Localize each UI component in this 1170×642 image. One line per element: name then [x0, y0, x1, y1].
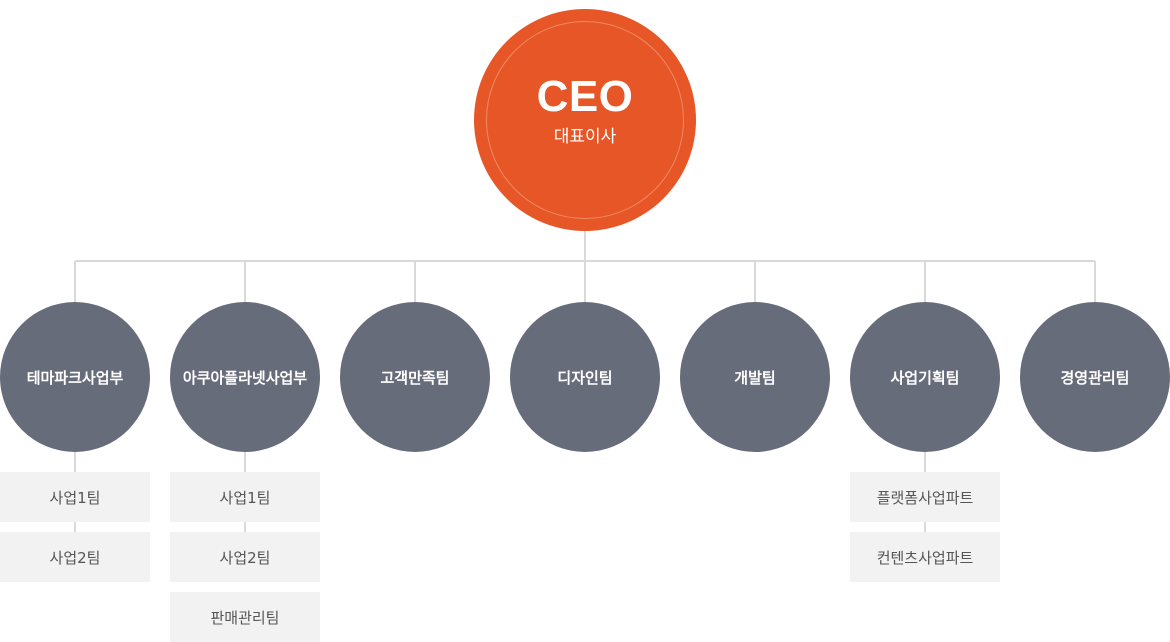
dept-node-themepark: 테마파크사업부 — [0, 302, 150, 452]
team-label: 판매관리팀 — [210, 608, 280, 627]
team-label: 사업1팀 — [219, 488, 271, 507]
team-box: 사업2팀 — [170, 532, 320, 582]
team-label: 사업1팀 — [49, 488, 101, 507]
team-box: 사업1팀 — [0, 472, 150, 522]
ceo-node: CEO 대표이사 — [474, 9, 696, 231]
team-label: 컨텐츠사업파트 — [876, 548, 974, 567]
team-box: 사업1팀 — [170, 472, 320, 522]
dept-label: 고객만족팀 — [380, 368, 450, 387]
dept-label: 아쿠아플라넷사업부 — [182, 368, 308, 387]
team-box: 사업2팀 — [0, 532, 150, 582]
dept-node-management: 경영관리팀 — [1020, 302, 1170, 452]
team-box: 컨텐츠사업파트 — [850, 532, 1000, 582]
ceo-subtitle: 대표이사 — [553, 127, 617, 147]
dept-node-aquaplanet: 아쿠아플라넷사업부 — [170, 302, 320, 452]
team-box: 플랫폼사업파트 — [850, 472, 1000, 522]
ceo-title: CEO — [536, 72, 634, 121]
dept-node-design: 디자인팀 — [510, 302, 660, 452]
dept-label: 사업기획팀 — [890, 368, 960, 387]
team-label: 플랫폼사업파트 — [876, 488, 974, 507]
dept-node-customer-satisfaction: 고객만족팀 — [340, 302, 490, 452]
dept-label: 디자인팀 — [557, 368, 613, 387]
team-box: 판매관리팀 — [170, 592, 320, 642]
dept-node-development: 개발팀 — [680, 302, 830, 452]
team-label: 사업2팀 — [49, 548, 101, 567]
dept-label: 경영관리팀 — [1060, 368, 1130, 387]
team-label: 사업2팀 — [219, 548, 271, 567]
dept-label: 테마파크사업부 — [26, 368, 124, 387]
dept-label: 개발팀 — [734, 368, 776, 387]
ceo-ring — [486, 21, 684, 219]
dept-node-business-planning: 사업기획팀 — [850, 302, 1000, 452]
